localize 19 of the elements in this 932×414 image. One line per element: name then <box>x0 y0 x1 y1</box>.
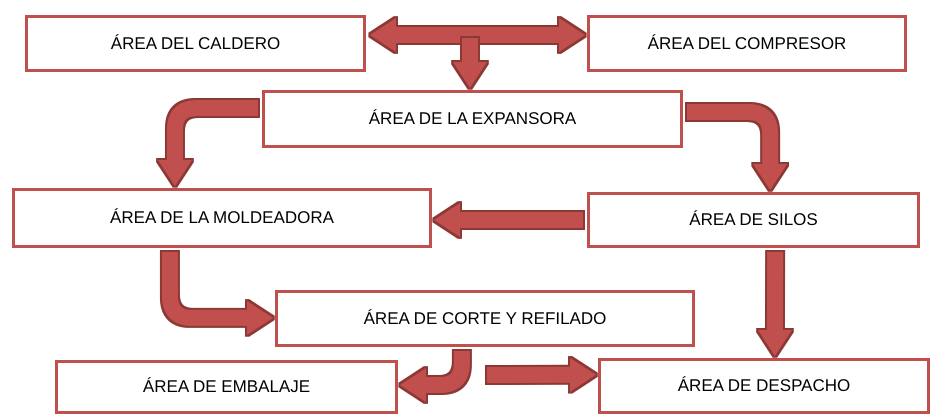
process-box <box>598 358 930 414</box>
box-label: ÁREA DE LA EXPANSORA <box>368 108 576 130</box>
box-label: ÁREA DE CORTE Y REFILADO <box>364 308 606 330</box>
block-arrow <box>434 202 583 237</box>
process-box <box>12 188 432 248</box>
process-box <box>55 360 398 414</box>
box-label: ÁREA DE SILOS <box>689 209 818 232</box>
process-box <box>275 290 695 347</box>
block-arrow <box>486 358 596 392</box>
box-label: ÁREA DEL COMPRESOR <box>648 32 846 55</box>
box-label: ÁREA DE LA MOLDEADORA <box>110 207 334 230</box>
process-box <box>25 15 366 72</box>
box-label: ÁREA DEL CALDERO <box>110 32 280 55</box>
block-arrow <box>370 18 585 52</box>
box-label: ÁREA DE DESPACHO <box>678 375 850 398</box>
process-box <box>587 192 920 248</box>
process-box <box>587 15 907 72</box>
process-box <box>262 90 683 148</box>
box-label: ÁREA DE EMBALAJE <box>142 376 310 398</box>
